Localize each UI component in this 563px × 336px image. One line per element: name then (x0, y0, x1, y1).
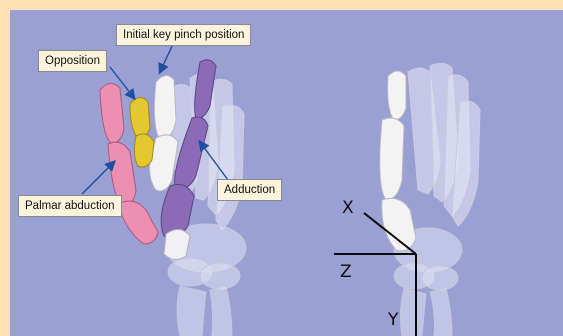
axis-label-y: Y (388, 310, 398, 330)
right-hand-skeleton (380, 63, 480, 336)
trapezium-bone (164, 229, 190, 259)
callout-opposition: Opposition (38, 50, 107, 72)
opposition-thumb-bone (130, 97, 154, 167)
figure-panel: Initial key pinch position Opposition Pa… (10, 10, 563, 336)
arrow-initial-key-pinch (160, 42, 174, 72)
arrow-palmar-abduction (82, 162, 114, 194)
axis-label-x: X (342, 198, 354, 218)
right-hand-fingers (408, 63, 480, 226)
callout-adduction: Adduction (217, 179, 282, 201)
right-hand-forearm (400, 288, 452, 336)
callout-palmar-abduction: Palmar abduction (18, 195, 122, 217)
axis-label-z: Z (340, 262, 352, 282)
left-hand-forearm (177, 286, 232, 336)
callout-initial-key-pinch: Initial key pinch position (116, 24, 251, 46)
